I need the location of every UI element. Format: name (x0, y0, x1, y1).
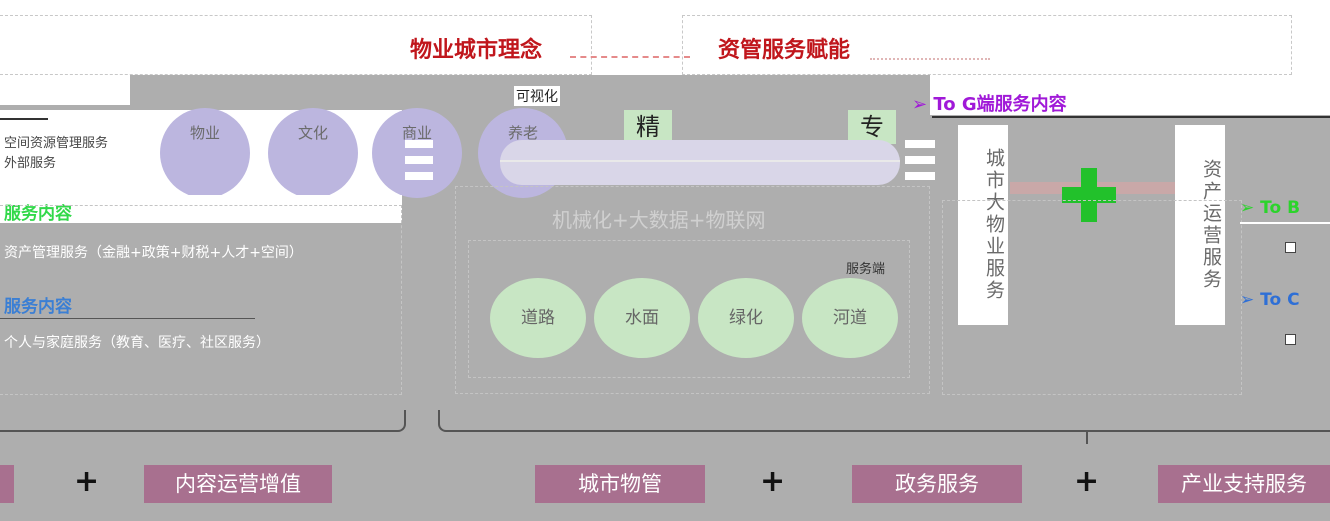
arrow-right-icon: ➢ (1240, 290, 1261, 310)
right-header-title: 资管服务赋能 (718, 38, 851, 63)
arrow-right-icon: ➢ (1240, 198, 1261, 218)
left-header-title: 物业城市理念 (410, 38, 543, 63)
tob-title: ➢ To B (1240, 198, 1301, 218)
circle-property: 物业 (160, 108, 250, 198)
left-dashed-container (0, 205, 402, 395)
tog-rule (932, 116, 1330, 118)
green-plus-icon (1062, 168, 1116, 222)
circle-greening: 绿化 (698, 278, 794, 358)
header-connector (570, 56, 690, 58)
circle-commerce: 商业 (372, 108, 462, 198)
section1-band (0, 195, 402, 223)
arrow-right-icon: ➢ (912, 94, 934, 115)
bottom-left-stub (0, 465, 14, 503)
badge-special: 专 (848, 110, 896, 144)
bottom-plus-1: + (74, 464, 100, 499)
center-top-label: 可视化 (514, 86, 560, 106)
right-top-white (930, 75, 1330, 115)
tob-bullet (1285, 242, 1296, 253)
left-header-frame (0, 15, 592, 75)
vertical-col-property: 城市大物业服务 (958, 125, 1008, 325)
left-top-line-1: 空间资源管理服务 (4, 136, 109, 151)
section1-title: 服务内容 (4, 204, 72, 224)
circle-road: 道路 (490, 278, 586, 358)
inner-service-box (468, 240, 910, 378)
right-dashed-container (942, 200, 1242, 395)
right-bars (905, 140, 935, 186)
top-white-strip (0, 75, 130, 105)
bottom-item-industry: 产业支持服务 (1158, 465, 1330, 503)
section2-text: 个人与家庭服务（教育、医疗、社区服务） (4, 335, 270, 351)
toc-title: ➢ To C (1240, 290, 1300, 310)
circle-culture: 文化 (268, 108, 358, 198)
section2-rule (0, 318, 255, 319)
left-top-line-2: 外部服务 (4, 156, 57, 171)
ribbon-line (500, 160, 900, 162)
left-brace (0, 410, 406, 432)
left-bars (405, 140, 497, 186)
inner-service-label: 服务端 (846, 262, 886, 277)
section1-text: 资产管理服务（金融+政策+财税+人才+空间） (4, 245, 303, 261)
mechanism-text: 机械化+大数据+物联网 (552, 208, 766, 232)
bottom-plus-3: + (1074, 464, 1100, 499)
right-header-frame (682, 15, 1292, 75)
brace-tip (1086, 430, 1088, 444)
left-top-rule (0, 118, 48, 120)
center-ribbon (500, 140, 900, 185)
badge-precision: 精 (624, 110, 672, 144)
bottom-item-content: 内容运营增值 (144, 465, 332, 503)
vertical-col-asset: 资产运营服务 (1175, 125, 1225, 325)
tog-title: ➢ To G端服务内容 (912, 94, 1067, 115)
bottom-item-city-property: 城市物管 (535, 465, 705, 503)
section2-title: 服务内容 (4, 297, 72, 317)
bottom-plus-2: + (760, 464, 786, 499)
circle-water: 水面 (594, 278, 690, 358)
circle-river: 河道 (802, 278, 898, 358)
toc-bullet (1285, 334, 1296, 345)
center-dashed-container (455, 186, 930, 394)
bottom-item-gov: 政务服务 (852, 465, 1022, 503)
right-brace (438, 410, 1330, 432)
tob-rule-white (1240, 222, 1330, 224)
header-dots (870, 58, 990, 60)
